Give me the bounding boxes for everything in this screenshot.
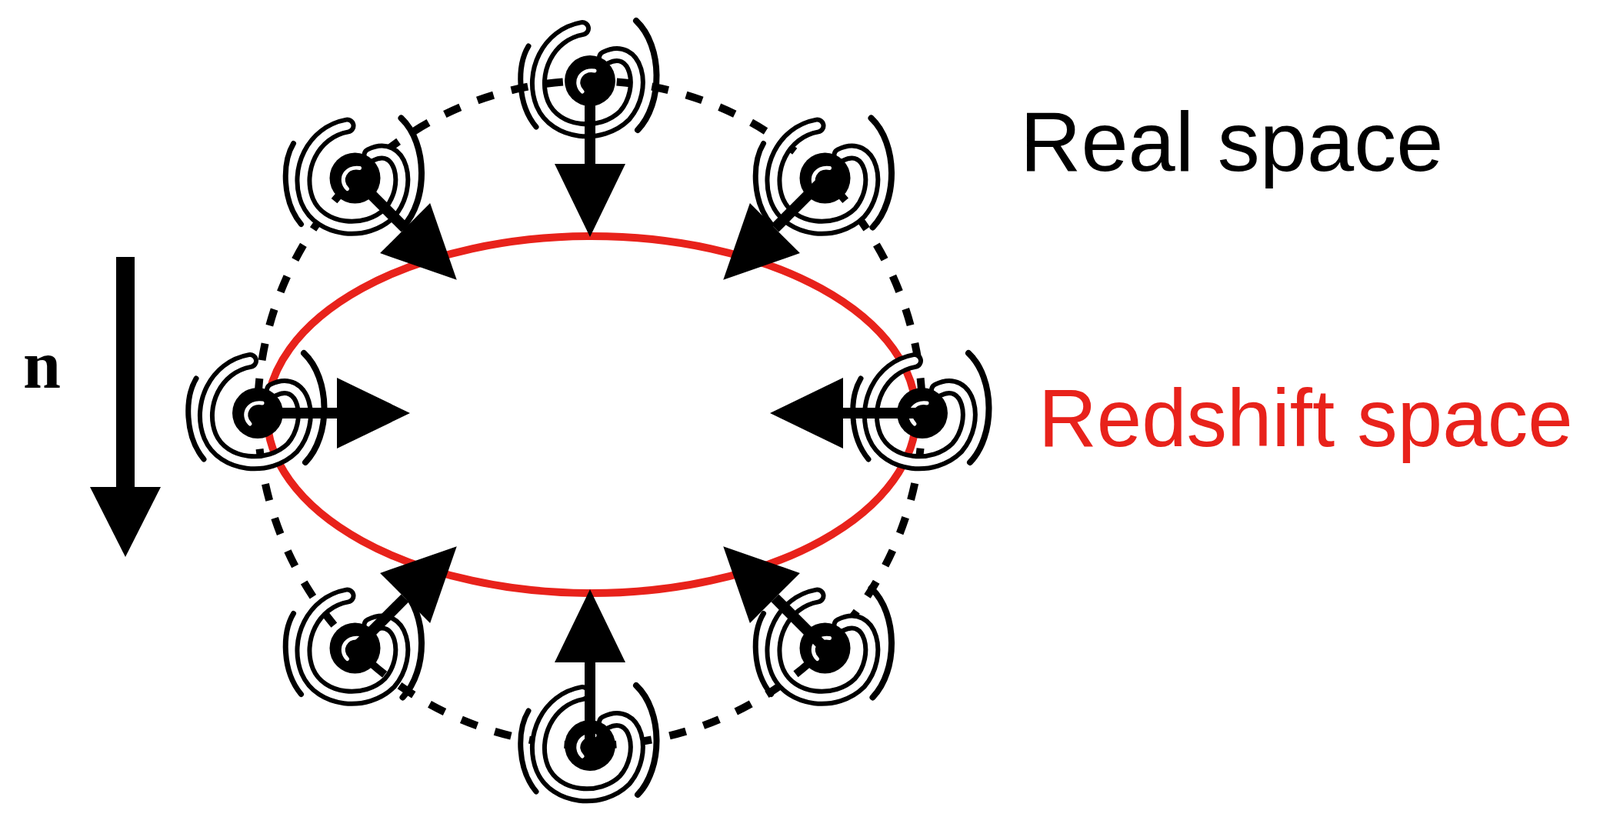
real-space-ring [257,80,923,746]
infall-arrows [257,80,923,746]
galaxy-symbols [188,20,990,795]
redshift-space-ellipse [266,236,917,594]
vector-symbol: n [23,331,61,400]
line-of-sight-arrow [90,256,161,557]
legend-label: Redshift space [1038,377,1574,459]
legend-label: Real space [1020,99,1444,184]
